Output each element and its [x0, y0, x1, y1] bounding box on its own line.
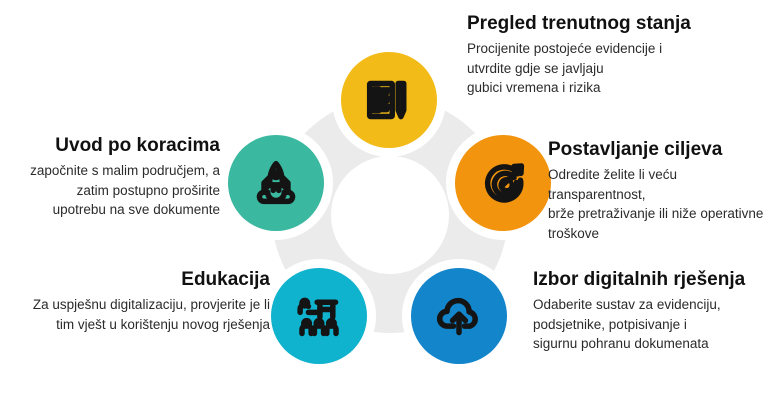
step-description: započnite s malim područjem, a zatim pos… [30, 163, 220, 218]
rocket-launch-icon [253, 160, 299, 206]
step-text-edukacija: Edukacija Za uspješnu digitalizaciju, pr… [8, 268, 270, 334]
step-node-edukacija[interactable] [262, 259, 376, 373]
step-title: Izbor digitalnih rješenja [533, 269, 746, 290]
step-text-pregled-trenutnog-stanja: Pregled trenutnog stanja Procijenite pos… [467, 12, 772, 98]
step-title: Edukacija [181, 269, 270, 290]
step-text-izbor-digitalnih-rjesenja: Izbor digitalnih rješenja Odaberite sust… [533, 268, 778, 354]
clipboard-checklist-pencil-icon [366, 77, 412, 123]
step-node-postavljanje-ciljeva[interactable] [446, 126, 560, 240]
step-description: Odredite želite li veću transparentnost,… [548, 167, 764, 241]
step-description: Procijenite postojeće evidencije i utvrd… [467, 41, 663, 96]
step-title: Postavljanje ciljeva [548, 139, 723, 160]
training-presentation-icon [296, 293, 342, 339]
cloud-upload-icon [436, 293, 482, 339]
step-text-uvod-po-koracima: Uvod po koracima započnite s malim podru… [10, 134, 220, 220]
ring-inner-hole [331, 156, 449, 274]
step-node-izbor-digitalnih-rjesenja[interactable] [402, 259, 516, 373]
step-node-pregled-trenutnog-stanja[interactable] [332, 43, 446, 157]
step-description: Za uspješnu digitalizaciju, provjerite j… [32, 297, 270, 332]
target-arrow-icon [480, 160, 526, 206]
step-title: Uvod po koracima [55, 135, 220, 156]
step-text-postavljanje-ciljeva: Postavljanje ciljeva Odredite želite li … [548, 138, 778, 244]
step-title: Pregled trenutnog stanja [467, 13, 691, 34]
step-description: Odaberite sustav za evidenciju, podsjetn… [533, 297, 721, 352]
step-node-uvod-po-koracima[interactable] [219, 126, 333, 240]
